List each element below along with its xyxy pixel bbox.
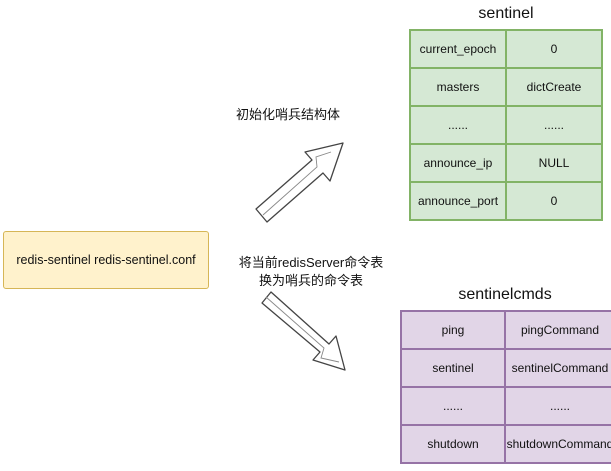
field-value-cell: dictCreate [505,67,603,107]
command-text: redis-sentinel redis-sentinel.conf [16,253,196,267]
arrow-bottom-label: 将当前redisServer命令表 换为哨兵的命令表 [206,254,416,290]
field-name-cell: ...... [400,386,506,426]
field-name-cell: masters [409,67,507,107]
arrow-top-label-text: 初始化哨兵结构体 [235,107,340,122]
field-name-cell: sentinel [400,348,506,388]
field-name-cell: announce_ip [409,143,507,183]
field-value-cell: 0 [505,181,603,221]
field-value-cell: 0 [505,29,603,69]
sentinelcmds-table-title: sentinelcmds [458,286,552,303]
table-row: ............ [409,105,603,145]
field-value-cell: ...... [505,105,603,145]
sentinel-table-title: sentinel [478,5,534,22]
field-value-cell: ...... [504,386,611,426]
arrow-up-right [255,142,344,223]
field-name-cell: ping [400,310,506,350]
command-box: redis-sentinel redis-sentinel.conf [3,231,209,289]
field-name-cell: ...... [409,105,507,145]
arrow-bottom-label-line2: 换为哨兵的命令表 [258,273,363,288]
table-row: ............ [400,386,611,426]
field-value-cell: NULL [505,143,603,183]
field-name-cell: shutdown [400,424,506,464]
field-name-cell: announce_port [409,181,507,221]
field-value-cell: shutdownCommand [504,424,611,464]
field-name-cell: current_epoch [409,29,507,69]
field-value-cell: sentinelCommand [504,348,611,388]
arrow-bottom-label-line1: 将当前redisServer命令表 [238,255,384,270]
arrow-down-right [261,291,346,371]
arrow-top-label: 初始化哨兵结构体 [218,106,358,124]
field-value-cell: pingCommand [504,310,611,350]
